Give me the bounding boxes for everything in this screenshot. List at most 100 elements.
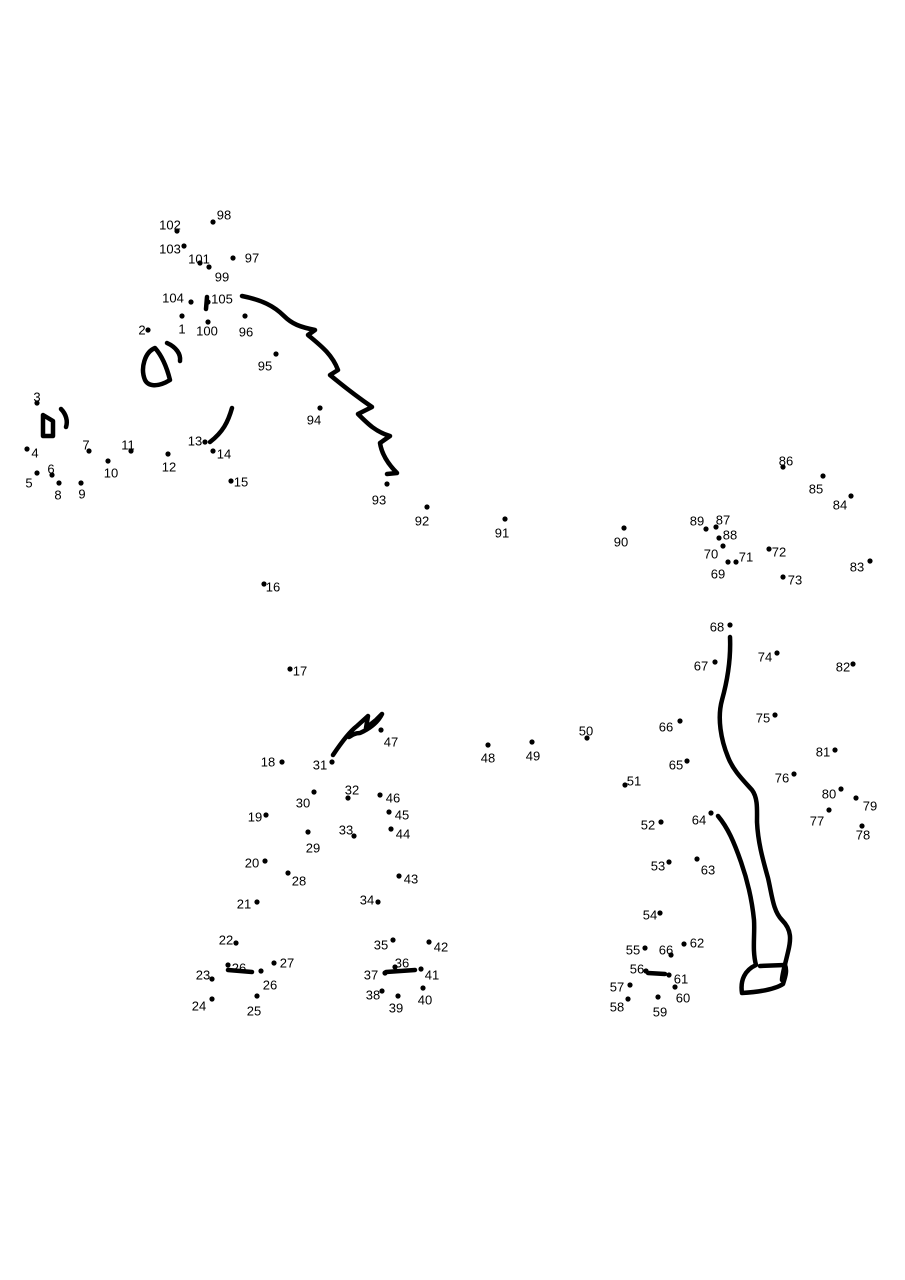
dot-84 xyxy=(850,661,856,667)
dot-93 xyxy=(502,516,508,522)
dot-20 xyxy=(262,858,268,864)
dot-75 xyxy=(780,574,786,580)
dot-89 xyxy=(713,524,719,530)
dot-6 xyxy=(49,472,55,478)
dot-41 xyxy=(420,985,426,991)
dot-label-4: 4 xyxy=(31,445,38,460)
dot-label-68: 66 xyxy=(659,719,673,734)
dot-label-53: 52 xyxy=(641,817,655,832)
dot-5 xyxy=(34,470,40,476)
dot-13 xyxy=(202,439,208,445)
dot-label-63: 62 xyxy=(690,935,704,950)
dot-label-87: 85 xyxy=(809,481,823,496)
dot-label-41: 40 xyxy=(418,992,432,1007)
dot-44 xyxy=(396,873,402,879)
dot-71 xyxy=(725,559,731,565)
dot-55 xyxy=(657,910,663,916)
dot-40 xyxy=(395,993,401,999)
dot-72 xyxy=(720,543,726,549)
dot-28 xyxy=(258,968,264,974)
dot-34 xyxy=(351,833,357,839)
dot-43 xyxy=(426,939,432,945)
dot-74 xyxy=(766,546,772,552)
dot-label-70: 68 xyxy=(710,619,724,634)
dot-label-30: 29 xyxy=(306,840,320,855)
dot-label-55: 54 xyxy=(643,907,657,922)
dot-97 xyxy=(273,351,279,357)
dot-53 xyxy=(658,819,664,825)
dot-label-97: 95 xyxy=(258,358,272,373)
dot-label-8: 8 xyxy=(54,487,61,502)
dot-56 xyxy=(642,945,648,951)
front-hoof-line-right xyxy=(383,967,418,975)
dot-label-13: 13 xyxy=(188,433,202,448)
dot-label-43: 42 xyxy=(434,939,448,954)
dot-64 xyxy=(668,952,674,958)
dot-33 xyxy=(345,795,351,801)
dot-label-100: 98 xyxy=(217,207,231,222)
dot-label-104: 102 xyxy=(159,217,181,232)
tail-outline xyxy=(717,634,793,983)
dot-36 xyxy=(390,937,396,943)
dot-label-5: 5 xyxy=(25,475,32,490)
dot-35 xyxy=(375,899,381,905)
dot-98 xyxy=(242,313,248,319)
nostril-inner-line xyxy=(58,406,70,430)
dot-label-28: 26 xyxy=(263,977,277,992)
front-hoof-line-left xyxy=(225,967,255,975)
dot-label-91: 89 xyxy=(690,513,704,528)
dot-22 xyxy=(233,940,239,946)
dot-27 xyxy=(271,960,277,966)
dot-82 xyxy=(838,786,844,792)
dot-label-90: 88 xyxy=(723,527,737,542)
dot-label-32: 31 xyxy=(313,757,327,772)
dot-label-42: 41 xyxy=(425,967,439,982)
pre-drawn-outlines xyxy=(40,293,793,996)
dot-77 xyxy=(772,712,778,718)
dot-69 xyxy=(712,659,718,665)
dot-99 xyxy=(230,255,236,261)
dot-31 xyxy=(311,789,317,795)
dot-17 xyxy=(287,666,293,672)
dot-90 xyxy=(716,535,722,541)
dot-label-67: 65 xyxy=(669,757,683,772)
dot-79 xyxy=(826,807,832,813)
dot-label-50: 49 xyxy=(526,748,540,763)
dot-2 xyxy=(145,327,151,333)
dot-label-56: 55 xyxy=(626,942,640,957)
dot-label-71: 69 xyxy=(711,566,725,581)
dot-15 xyxy=(228,478,234,484)
dot-label-44: 43 xyxy=(404,871,418,886)
dot-25 xyxy=(254,993,260,999)
dot-label-3: 3 xyxy=(33,389,40,404)
dot-63 xyxy=(681,941,687,947)
dot-23 xyxy=(209,976,215,982)
dot-label-107: 105 xyxy=(211,291,233,306)
dot-49 xyxy=(485,742,491,748)
dot-label-37: 36 xyxy=(395,955,409,970)
ear-outline xyxy=(140,345,173,388)
dot-label-66: 64 xyxy=(692,812,706,827)
dot-26 xyxy=(225,962,231,968)
dot-label-12: 12 xyxy=(162,459,176,474)
dot-38 xyxy=(382,970,388,976)
dot-94 xyxy=(424,504,430,510)
dot-88 xyxy=(780,464,786,470)
dot-label-103: 101 xyxy=(188,251,210,266)
dot-label-27: 27 xyxy=(280,955,294,970)
dot-label-25: 25 xyxy=(247,1003,261,1018)
dot-label-34: 33 xyxy=(339,822,353,837)
dot-104 xyxy=(174,228,180,234)
dot-10 xyxy=(105,458,111,464)
jaw-line xyxy=(207,405,235,445)
dot-label-2: 2 xyxy=(138,322,145,337)
mane-outline xyxy=(239,293,400,477)
dot-91 xyxy=(703,526,709,532)
dot-label-58: 57 xyxy=(610,979,624,994)
dot-label-64: 66 xyxy=(659,942,673,957)
dot-label-39: 38 xyxy=(366,987,380,1002)
dot-label-105: 103 xyxy=(159,241,181,256)
dot-label-93: 91 xyxy=(495,525,509,540)
dot-label-17: 17 xyxy=(293,663,307,678)
dot-label-60: 59 xyxy=(653,1004,667,1019)
